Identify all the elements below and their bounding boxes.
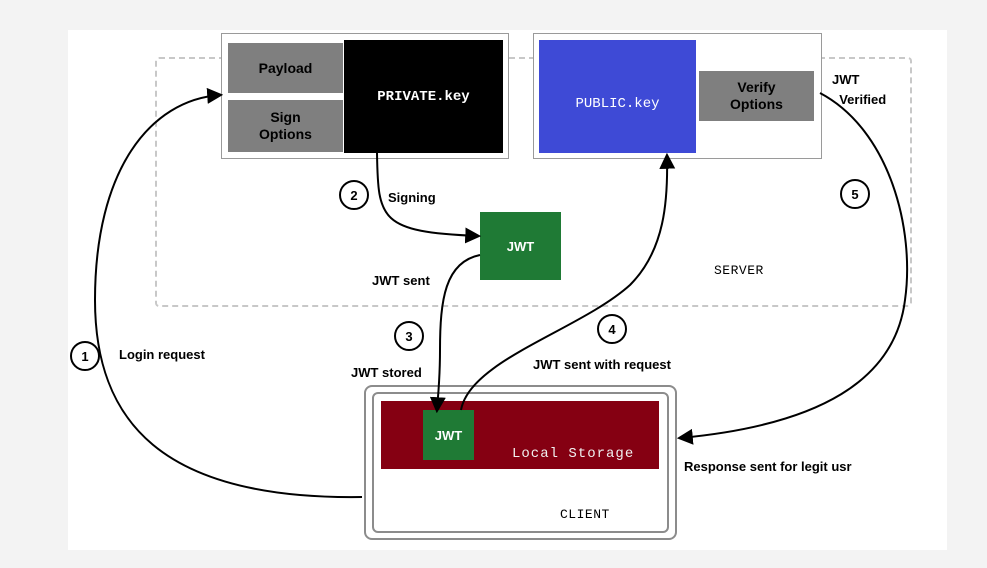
step-1-number: 1: [81, 348, 89, 364]
jwt-sent-label: JWT sent: [372, 273, 430, 288]
step-5-circle: 5: [840, 179, 870, 209]
arrow-signing: [376, 152, 482, 244]
sign-options-label: Sign Options: [259, 109, 312, 142]
step-3-label: JWT stored: [351, 365, 422, 380]
local-storage-label: Local Storage: [512, 446, 635, 462]
step-5-label: JWT Verified: [832, 72, 887, 107]
signed-jwt-box: JWT: [480, 212, 561, 280]
server-label: SERVER: [714, 263, 764, 278]
arrow-jwt-stored: [429, 254, 481, 414]
stored-jwt-label: JWT: [434, 427, 463, 443]
private-key-box: PRIVATE.key: [344, 40, 503, 153]
arrow-login-request: [93, 87, 363, 499]
public-key-label: PUBLIC.key: [575, 95, 660, 112]
step-5-number: 5: [851, 186, 859, 202]
step-3-circle: 3: [394, 321, 424, 351]
step-2-number: 2: [350, 187, 358, 203]
step-4-circle: 4: [597, 314, 627, 344]
response-label: Response sent for legit usr: [684, 459, 852, 474]
background-band-left: [0, 0, 68, 568]
step-1-label: Login request: [119, 347, 205, 362]
verify-options-box: Verify Options: [699, 71, 814, 121]
sign-options-box: Sign Options: [228, 100, 343, 152]
signed-jwt-label: JWT: [506, 238, 535, 254]
step-2-label: Signing: [388, 190, 436, 205]
private-key-label: PRIVATE.key: [377, 88, 470, 105]
arrow-response: [676, 92, 909, 445]
arrow-jwt-with-request: [460, 152, 676, 411]
background-band-bottom: [0, 550, 987, 568]
stored-jwt-box: JWT: [423, 410, 474, 460]
verify-options-label: Verify Options: [730, 79, 783, 112]
background-band-right: [947, 0, 987, 568]
client-label: CLIENT: [560, 507, 610, 522]
public-key-box: PUBLIC.key: [539, 40, 696, 153]
step-1-circle: 1: [70, 341, 100, 371]
step-4-number: 4: [608, 321, 616, 337]
step-4-label: JWT sent with request: [533, 357, 671, 372]
payload-box: Payload: [228, 43, 343, 93]
payload-label: Payload: [258, 59, 313, 76]
step-2-circle: 2: [339, 180, 369, 210]
background-band-top: [0, 0, 987, 30]
step-3-number: 3: [405, 328, 413, 344]
